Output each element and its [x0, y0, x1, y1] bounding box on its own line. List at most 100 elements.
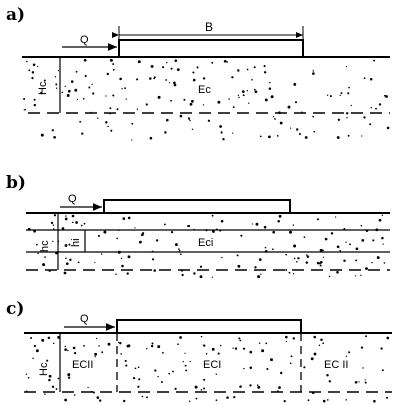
soil-grain [380, 347, 383, 350]
soil-grain [73, 394, 76, 396]
soil-grain [79, 120, 82, 123]
soil-grain [183, 98, 186, 101]
soil-grain [134, 227, 136, 229]
soil-grain [219, 344, 222, 347]
soil-grain [304, 136, 308, 139]
soil-grain [119, 341, 122, 345]
soil-grain [194, 385, 198, 389]
soil-grain [205, 353, 208, 355]
soil-grain [137, 60, 141, 64]
soil-grain [173, 83, 177, 87]
soil-grain [361, 239, 365, 242]
soil-grain [360, 224, 363, 227]
soil-grain [80, 224, 83, 227]
soil-grain [137, 385, 140, 388]
soil-grain [328, 380, 331, 383]
soil-grain [136, 108, 139, 110]
soil-grain [249, 384, 252, 387]
soil-grain [188, 117, 190, 119]
soil-grain [57, 240, 60, 243]
soil-grain [293, 244, 297, 248]
soil-grain [369, 77, 373, 81]
soil-grain [292, 224, 295, 226]
soil-grain [157, 345, 161, 349]
soil-grain [237, 69, 240, 72]
soil-grain [238, 96, 240, 99]
soil-stipple [27, 214, 386, 279]
soil-grain [203, 378, 206, 381]
soil-grain [87, 386, 89, 389]
soil-grain [294, 101, 298, 104]
soil-grain [293, 82, 297, 86]
width-label: B [205, 20, 213, 34]
soil-grain [75, 221, 78, 224]
soil-grain [278, 111, 281, 115]
soil-grain [285, 268, 288, 271]
soil-grain [31, 76, 34, 80]
soil-grain [310, 357, 314, 361]
soil-grain [313, 130, 316, 133]
soil-grain [312, 115, 315, 118]
modulus-center-label: ECI [203, 359, 221, 371]
soil-grain [348, 86, 350, 89]
soil-grain [343, 259, 346, 262]
soil-grain [57, 70, 60, 72]
soil-grain [373, 59, 376, 62]
soil-grain [181, 273, 184, 277]
soil-grain [323, 256, 325, 258]
soil-grain [146, 396, 148, 399]
soil-grain [168, 372, 171, 375]
soil-grain [91, 83, 93, 85]
soil-grain [322, 342, 325, 345]
soil-grain [33, 98, 36, 101]
soil-grain [258, 342, 261, 344]
soil-grain [373, 399, 376, 403]
soil-grain [92, 391, 95, 394]
soil-grain [313, 335, 316, 339]
layer-thickness-label: hi [70, 238, 82, 247]
soil-grain [255, 222, 259, 226]
soil-grain [319, 264, 322, 267]
soil-grain [116, 108, 119, 111]
soil-grain [138, 240, 142, 244]
soil-grain [179, 253, 182, 256]
soil-grain [57, 377, 60, 380]
soil-grain [53, 228, 55, 230]
soil-grain [360, 274, 362, 276]
soil-grain [240, 234, 243, 237]
soil-grain [223, 59, 227, 63]
footing-slab [116, 319, 302, 334]
soil-grain [228, 98, 230, 100]
soil-grain [386, 336, 390, 340]
soil-grain [64, 348, 67, 351]
soil-grain [189, 119, 191, 122]
soil-grain [330, 232, 334, 235]
soil-grain [84, 74, 87, 78]
soil-grain [345, 355, 348, 357]
soil-grain [268, 135, 271, 139]
soil-grain [259, 135, 262, 138]
soil-grain [276, 135, 279, 137]
soil-grain [287, 105, 291, 109]
soil-grain [232, 106, 235, 109]
soil-grain [172, 370, 174, 373]
soil-grain [233, 396, 236, 399]
soil-grain [101, 351, 104, 354]
soil-grain [254, 266, 257, 269]
soil-grain [216, 228, 218, 230]
soil-grain [125, 364, 128, 367]
soil-grain [328, 275, 331, 278]
panel-a: a) B Q Hc Ec [6, 5, 390, 141]
soil-grain [53, 214, 57, 217]
soil-grain [50, 221, 54, 225]
modulus-right-label: EC II [324, 359, 348, 371]
soil-grain [219, 229, 222, 232]
soil-grain [354, 381, 358, 384]
soil-grain [40, 91, 43, 95]
soil-grain [305, 261, 309, 264]
soil-grain [44, 256, 46, 258]
soil-grain [105, 95, 107, 97]
soil-grain [92, 92, 95, 95]
soil-grain [211, 61, 214, 64]
soil-grain [56, 87, 58, 89]
